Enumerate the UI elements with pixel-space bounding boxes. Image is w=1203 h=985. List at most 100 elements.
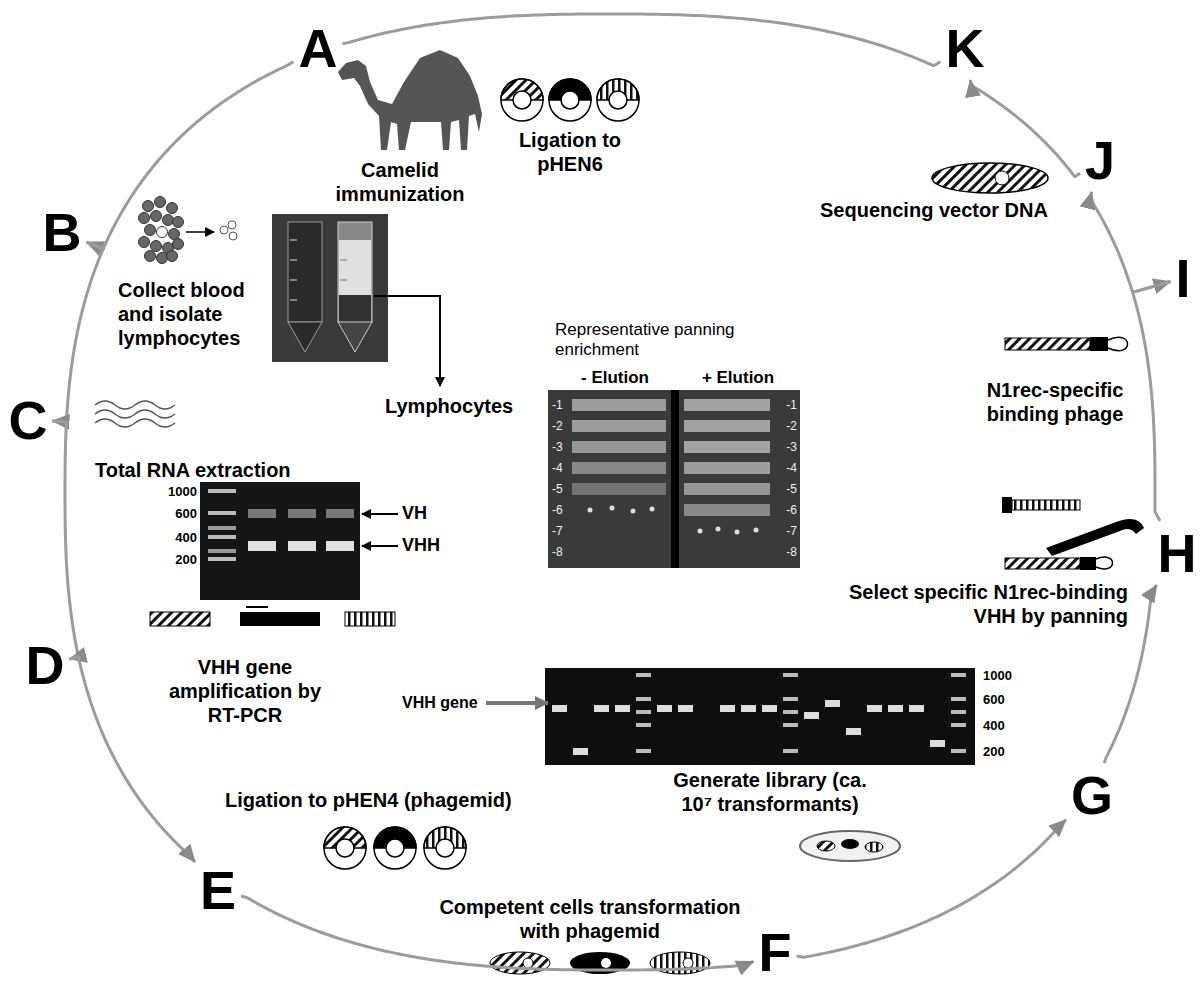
phagemid-pHEN4	[436, 839, 454, 857]
colony-pcr-gel	[888, 705, 903, 712]
step-letter: I	[1173, 249, 1192, 307]
panning-plate	[548, 390, 800, 568]
colony-pcr-gel	[636, 697, 651, 701]
panning-plate	[572, 462, 666, 474]
colony-pcr-gel	[486, 668, 975, 765]
lymphocyte-pointer	[374, 296, 440, 386]
colony-pcr-gel	[783, 673, 798, 677]
blood-cells	[169, 229, 180, 240]
agarose-gel	[208, 511, 236, 515]
row-label: -4	[552, 461, 563, 475]
agarose-gel	[200, 482, 360, 600]
colony-pcr-gel	[678, 705, 693, 712]
vhh-gene-fragments	[150, 612, 210, 626]
agarose-gel	[362, 545, 398, 547]
colony-pcr-gel	[825, 700, 840, 707]
inset-title: Representative panning enrichment	[555, 320, 755, 361]
colony-pcr-gel	[545, 668, 975, 765]
panning-phages	[1080, 557, 1096, 570]
colony-pcr-gel	[657, 705, 672, 712]
blood-cells	[157, 227, 168, 238]
lymphocyte-pointer	[374, 296, 440, 386]
step-caption: N1rec-specific binding phage	[980, 378, 1130, 426]
blood-cells	[139, 237, 150, 248]
size-marker: 400	[175, 530, 197, 546]
agarose-gel	[200, 482, 398, 607]
colony-pcr-gel	[951, 697, 966, 701]
size-marker: 600	[983, 692, 1005, 708]
colony-pcr-gel	[783, 697, 798, 701]
transformed-cells	[490, 952, 550, 974]
phagemid-pHEN4	[374, 827, 416, 869]
colony-pcr-gel	[573, 748, 588, 755]
phagemid-pHEN6	[501, 79, 543, 121]
panning-plate	[631, 509, 636, 514]
row-label: -2	[786, 419, 797, 433]
tube-photo	[290, 240, 297, 241]
step-letter-text: A	[299, 21, 338, 75]
vector-cell	[995, 171, 1009, 185]
cycle-arrow	[1133, 282, 1171, 521]
tube-photo	[338, 322, 372, 352]
row-label: -1	[552, 398, 563, 412]
panning-phages	[1046, 519, 1144, 556]
petri-dish	[841, 839, 859, 849]
vhh-gene-fragments	[345, 612, 395, 626]
petri-dish	[800, 831, 900, 861]
tube-photo	[340, 260, 347, 261]
blood-cells	[143, 201, 154, 212]
agarose-gel	[208, 489, 236, 493]
colony-pcr-gel	[762, 705, 777, 712]
panning-plate	[684, 504, 770, 516]
agarose-gel	[208, 526, 236, 530]
colony-pcr-gel	[552, 705, 567, 712]
cycle-arrow	[343, 14, 941, 66]
blood-cells	[167, 203, 178, 214]
blood-cells	[228, 221, 236, 229]
step-caption: Sequencing vector DNA	[820, 198, 1048, 222]
tube-photo	[290, 280, 297, 281]
blood-cells	[167, 251, 178, 262]
panning-phages	[1096, 557, 1113, 569]
step-letter-text: J	[1085, 133, 1115, 187]
tube-photo	[339, 240, 371, 295]
panning-plate	[588, 508, 593, 513]
step-letter-text: K	[946, 21, 985, 75]
petri-dish	[817, 841, 835, 851]
phagemid-pHEN4	[424, 827, 466, 869]
row-label: -6	[552, 503, 563, 517]
row-label: -6	[786, 503, 797, 517]
agarose-gel	[326, 541, 354, 551]
panning-plate	[716, 527, 721, 532]
blood-cells	[155, 197, 166, 208]
colony-pcr-gel	[594, 705, 609, 712]
petri-dish	[800, 831, 900, 861]
blood-cells	[145, 251, 156, 262]
phagemid-pHEN6	[609, 91, 627, 109]
vhh-gene-fragments	[150, 612, 395, 626]
panning-plate	[572, 441, 666, 453]
colony-pcr-gel	[741, 705, 756, 712]
step-caption: Collect blood and isolate lymphocytes	[118, 278, 268, 350]
blood-cells	[151, 241, 162, 252]
row-label: -3	[552, 440, 563, 454]
step-caption: Ligation to pHEN6	[505, 128, 635, 176]
colony-pcr-gel	[636, 710, 651, 714]
blood-cells	[186, 231, 214, 233]
agarose-gel	[326, 509, 354, 518]
rna-strands	[95, 419, 175, 427]
transformed-cells	[601, 958, 611, 968]
row-label: -5	[552, 482, 563, 496]
step-letter: J	[1083, 131, 1117, 189]
step-letter: E	[198, 861, 238, 919]
colony-pcr-gel	[951, 723, 966, 727]
colony-pcr-gel	[615, 705, 630, 712]
binding-phage	[1005, 337, 1128, 351]
agarose-gel	[288, 509, 316, 518]
panning-phages	[1002, 497, 1144, 570]
step-letter: F	[757, 923, 794, 981]
size-marker: 600	[175, 506, 197, 522]
row-label: -2	[552, 419, 563, 433]
panning-plate	[754, 528, 759, 533]
colony-pcr-gel	[951, 749, 966, 753]
